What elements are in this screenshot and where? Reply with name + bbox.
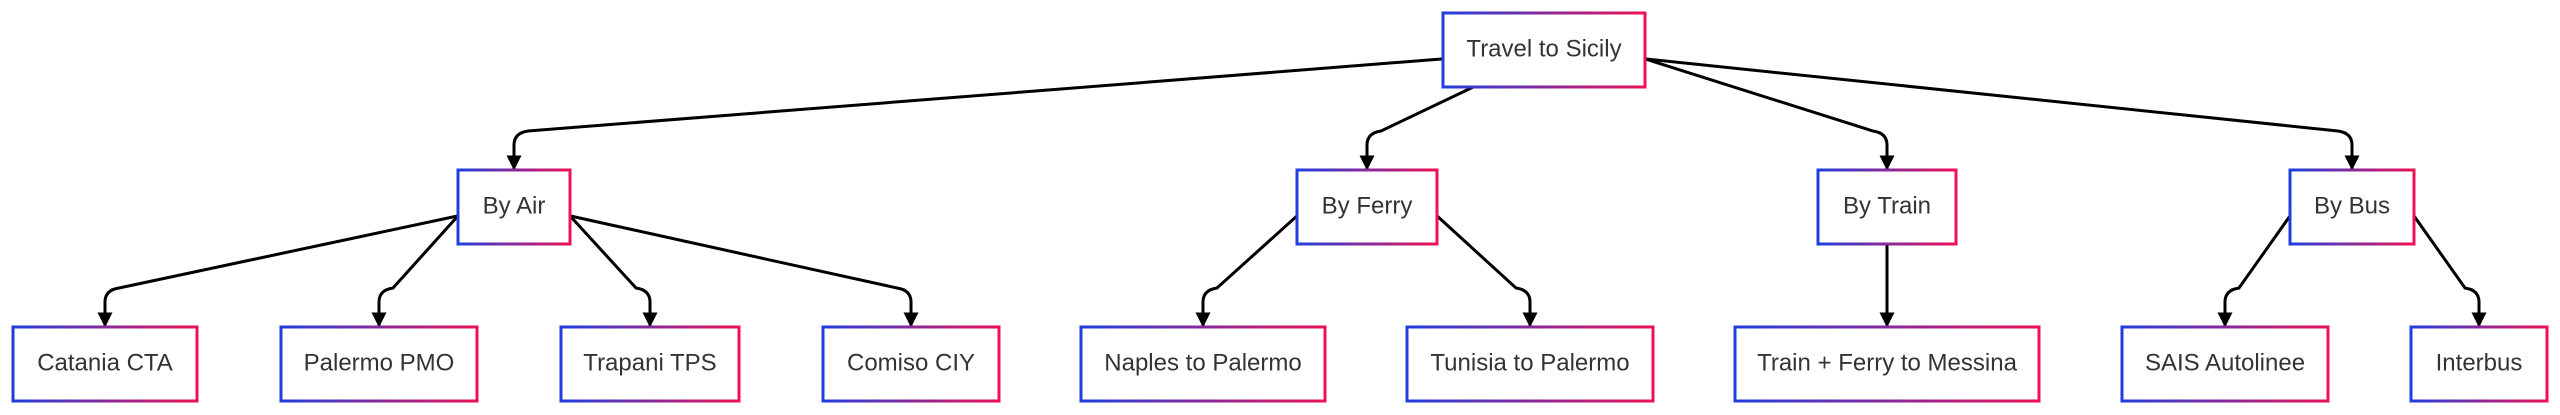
node-label: Trapani TPS [583,349,716,376]
node-tunisia-to-palermo[interactable]: Tunisia to Palermo [1405,325,1655,403]
edges-layer [97,57,2487,328]
node-label: Travel to Sicily [1466,35,1621,62]
node-trapani-tps[interactable]: Trapani TPS [559,325,741,403]
node-label: Train + Ferry to Messina [1757,349,2018,376]
node-travel-to-sicily[interactable]: Travel to Sicily [1441,11,1647,89]
node-label: Interbus [2436,349,2523,376]
edge-by_ferry-to-tunisia_palermo [1435,214,1538,328]
node-by-train[interactable]: By Train [1816,168,1958,246]
node-catania-cta[interactable]: Catania CTA [11,325,199,403]
node-label: By Ferry [1322,192,1413,219]
node-label: Tunisia to Palermo [1430,349,1629,376]
edge-root-to-by_train [1644,57,1895,171]
edge-root-to-by_air [506,57,1444,171]
node-label: Comiso CIY [847,349,975,376]
node-label: By Bus [2314,192,2390,219]
edge-by_bus-to-interbus [2412,215,2487,328]
node-label: Catania CTA [37,349,173,376]
edge-root-to-by_ferry [1359,85,1474,171]
node-comiso-ciy[interactable]: Comiso CIY [821,325,1001,403]
node-by-bus[interactable]: By Bus [2288,168,2416,246]
node-palermo-pmo[interactable]: Palermo PMO [279,325,479,403]
node-by-ferry[interactable]: By Ferry [1295,168,1439,246]
edge-by_air-to-comiso [569,214,919,328]
node-label: By Train [1843,192,1931,219]
node-label: Naples to Palermo [1104,349,1301,376]
edge-by_air-to-catania [97,214,459,328]
node-label: SAIS Autolinee [2145,349,2305,376]
edge-by_air-to-palermo [371,214,460,328]
edge-by_air-to-trapani [568,214,658,328]
edge-root-to-by_bus [1644,57,2360,171]
node-sais-autolinee[interactable]: SAIS Autolinee [2120,325,2330,403]
node-interbus[interactable]: Interbus [2409,325,2549,403]
edge-by_ferry-to-naples_palermo [1195,214,1299,328]
node-naples-to-palermo[interactable]: Naples to Palermo [1079,325,1327,403]
node-label: By Air [483,192,546,219]
node-by-air[interactable]: By Air [456,168,572,246]
nodes-layer: Travel to Sicily By Air By Ferry By Trai… [11,11,2549,403]
node-train-ferry-to-messina[interactable]: Train + Ferry to Messina [1733,325,2041,403]
node-label: Palermo PMO [304,349,455,376]
edge-by_bus-to-sais [2217,215,2292,328]
